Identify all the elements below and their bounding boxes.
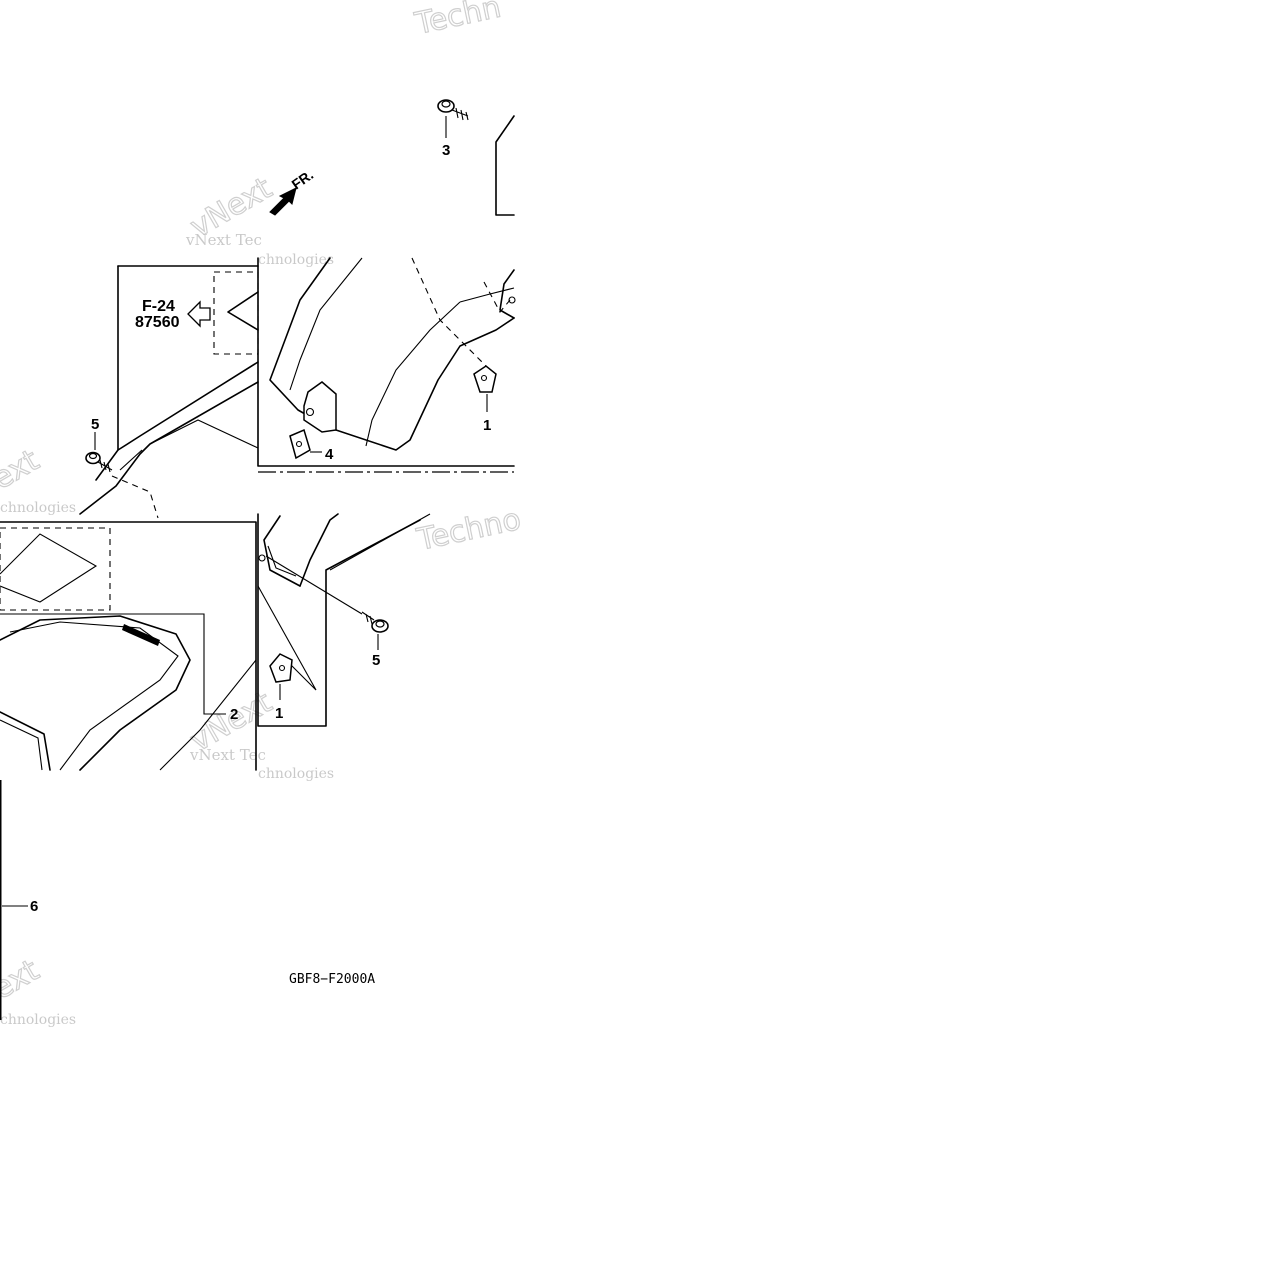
callout-part-3: 3	[442, 142, 450, 159]
bolt-part-5-left	[85, 432, 113, 473]
seat-panel	[0, 521, 257, 771]
reference-part: 87560	[135, 314, 180, 331]
callout-part-5: 5	[372, 652, 380, 669]
watermark-text: chnologies	[0, 500, 76, 516]
clip-part-1-lower	[269, 653, 293, 700]
seat-logo-badge	[122, 624, 160, 646]
watermark-text: vNext Tec	[189, 746, 266, 764]
bolt-part-5-right	[361, 611, 389, 650]
watermark-text: Techno	[413, 502, 524, 558]
callout-part-6: 6	[30, 898, 38, 915]
reference-code: F-24	[142, 298, 175, 315]
drawing-code: GBF8−F2000A	[289, 972, 375, 987]
watermark-text: chnologies	[258, 766, 334, 782]
watermark-text: chnologies	[258, 252, 334, 268]
bolt-part-3	[437, 99, 469, 138]
fender-panel	[257, 257, 516, 473]
plate-part-4	[289, 428, 322, 460]
watermark-text: ext	[0, 953, 45, 1007]
seat-outline	[0, 615, 191, 771]
watermark-text: chnologies	[0, 1012, 76, 1028]
callout-part-1: 1	[483, 417, 491, 434]
callout-part-4: 4	[325, 446, 334, 463]
front-label: FR.	[289, 166, 317, 192]
front-arrow-icon	[269, 187, 297, 216]
part-6-strip	[0, 780, 28, 1020]
reference-arrow	[187, 300, 211, 328]
front-direction-indicator: FR.	[269, 166, 317, 216]
watermark-text: vNext Tec	[185, 231, 262, 249]
clip-part-1-upper	[473, 365, 497, 412]
dashed-inset	[213, 271, 259, 355]
side-cover-panel	[257, 513, 431, 727]
callout-part-1: 1	[275, 705, 283, 722]
watermark-text: ext	[0, 443, 45, 497]
callout-part-5: 5	[91, 416, 99, 433]
partial-panel-outline	[495, 115, 515, 216]
hollow-arrow-icon	[187, 300, 211, 328]
watermark-text: Techn	[411, 0, 504, 42]
callout-part-2: 2	[230, 706, 238, 723]
